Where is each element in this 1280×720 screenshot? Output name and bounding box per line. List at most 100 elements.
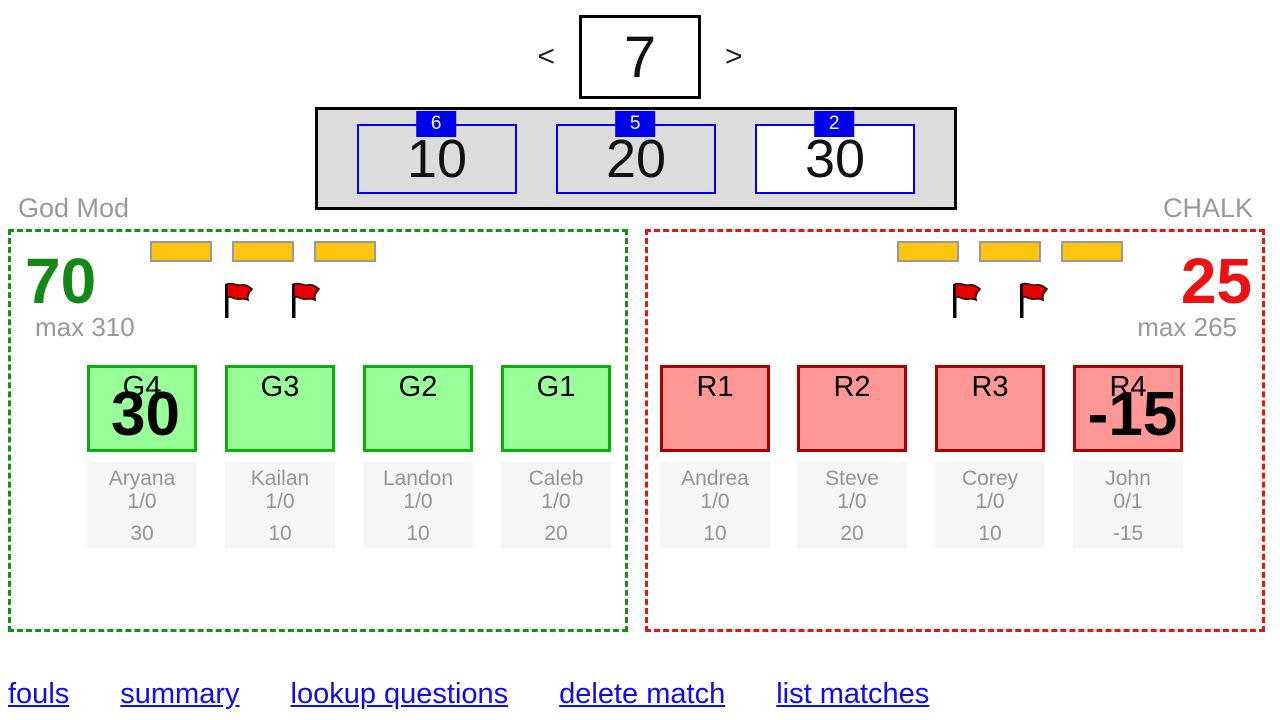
player-card: Kailan 1/0 10: [225, 462, 335, 548]
right-team-score: 25: [1180, 245, 1252, 317]
prev-question-button[interactable]: <: [537, 40, 555, 73]
seat-label: G1: [536, 371, 576, 403]
player-card: Andrea 1/0 10: [660, 462, 770, 548]
right-team-panel: 25 max 265 R1 Andrea 1/0 10: [645, 229, 1265, 632]
player-card: Aryana 1/0 30: [87, 462, 197, 548]
delete-match-link[interactable]: delete match: [559, 678, 726, 710]
red-flag-icon: [947, 280, 985, 320]
player-column: G2 Landon 1/0 10: [363, 365, 473, 548]
seat-label: R1: [696, 371, 734, 403]
left-foul-flags: [219, 280, 324, 320]
left-team-score: 70: [25, 245, 97, 317]
timeout-chip[interactable]: [232, 241, 294, 262]
player-card: Corey 1/0 10: [935, 462, 1045, 548]
red-flag-icon: [219, 280, 257, 320]
point-option-value: 10: [406, 128, 468, 189]
timeout-chip[interactable]: [897, 241, 959, 262]
player-name: Steve: [825, 467, 879, 490]
player-record: 1/0: [975, 490, 1005, 513]
question-number: 7: [623, 24, 657, 90]
player-total: 10: [703, 522, 727, 545]
right-timeout-chips: [897, 241, 1123, 262]
point-option-10[interactable]: 6 10: [357, 110, 517, 194]
seat-button-r2[interactable]: R2: [797, 365, 907, 452]
point-option-value: 20: [605, 128, 667, 189]
timeout-chip[interactable]: [314, 241, 376, 262]
player-total: 10: [406, 522, 430, 545]
player-column: R3 Corey 1/0 10: [935, 365, 1045, 548]
seat-label: G4: [122, 371, 162, 403]
timeout-chip[interactable]: [1061, 241, 1123, 262]
left-team-max-score: max 310: [35, 312, 135, 342]
point-option-value: 30: [804, 128, 866, 189]
player-card: Caleb 1/0 20: [501, 462, 611, 548]
timeout-chip[interactable]: [979, 241, 1041, 262]
right-foul-flags: [947, 280, 1052, 320]
remaining-count-badge: 6: [416, 110, 457, 137]
question-number-box[interactable]: 7: [579, 15, 701, 99]
player-column: R2 Steve 1/0 20: [797, 365, 907, 548]
player-record: 1/0: [265, 490, 295, 513]
seat-label: R2: [833, 371, 871, 403]
player-name: Kailan: [250, 467, 310, 490]
left-team-panel: 70 max 310 G4 30 Aryana 1/0 30: [8, 229, 628, 632]
seat-button-g3[interactable]: G3: [225, 365, 335, 452]
player-name: Corey: [961, 467, 1019, 490]
seat-button-g4[interactable]: G4 30: [87, 365, 197, 452]
player-name: Andrea: [681, 467, 749, 490]
player-record: 1/0: [837, 490, 867, 513]
lookup-questions-link[interactable]: lookup questions: [290, 678, 509, 710]
footer-links: fouls summary lookup questions delete ma…: [8, 678, 929, 711]
left-team-name: God Mod: [18, 193, 130, 223]
player-total: 20: [840, 522, 864, 545]
player-card: John 0/1 -15: [1073, 462, 1183, 548]
seat-button-g1[interactable]: G1: [501, 365, 611, 452]
player-column: G1 Caleb 1/0 20: [501, 365, 611, 548]
fouls-link[interactable]: fouls: [8, 678, 70, 710]
player-total: 30: [130, 522, 154, 545]
right-team-name: CHALK: [1162, 193, 1253, 223]
player-total: -15: [1112, 522, 1144, 545]
player-name: Aryana: [108, 467, 176, 490]
seat-label: G3: [260, 371, 300, 403]
list-matches-link[interactable]: list matches: [776, 678, 930, 710]
remaining-count-badge: 2: [814, 110, 855, 137]
player-record: 1/0: [403, 490, 433, 513]
player-total: 10: [268, 522, 292, 545]
player-total: 10: [978, 522, 1002, 545]
remaining-count-badge: 5: [615, 110, 656, 137]
seat-button-r3[interactable]: R3: [935, 365, 1045, 452]
timeout-chip[interactable]: [150, 241, 212, 262]
question-spinner: < 7 >: [0, 15, 1280, 99]
next-question-button[interactable]: >: [725, 40, 743, 73]
seat-button-g2[interactable]: G2: [363, 365, 473, 452]
player-record: 1/0: [541, 490, 571, 513]
player-column: R1 Andrea 1/0 10: [660, 365, 770, 548]
player-record: 1/0: [127, 490, 157, 513]
point-options-panel: 6 10 5 20 2 30: [315, 107, 957, 210]
seat-label: G2: [398, 371, 438, 403]
player-name: Caleb: [528, 467, 584, 490]
player-record: 1/0: [700, 490, 730, 513]
point-option-20[interactable]: 5 20: [556, 110, 716, 194]
player-column: G3 Kailan 1/0 10: [225, 365, 335, 548]
player-total: 20: [544, 522, 568, 545]
player-name: John: [1105, 467, 1151, 490]
seat-button-r1[interactable]: R1: [660, 365, 770, 452]
player-record: 0/1: [1113, 490, 1143, 513]
red-flag-icon: [1014, 280, 1052, 320]
left-timeout-chips: [150, 241, 376, 262]
player-card: Steve 1/0 20: [797, 462, 907, 548]
summary-link[interactable]: summary: [120, 678, 240, 710]
seat-label: R4: [1109, 371, 1147, 403]
right-team-max-score: max 265: [1137, 312, 1237, 342]
point-option-30[interactable]: 2 30: [755, 110, 915, 194]
player-column: R4 -15 John 0/1 -15: [1073, 365, 1183, 548]
player-column: G4 30 Aryana 1/0 30: [87, 365, 197, 548]
seat-label: R3: [971, 371, 1009, 403]
awarded-points-overlay: -15: [1087, 380, 1178, 449]
player-name: Landon: [382, 467, 454, 490]
seat-button-r4[interactable]: R4 -15: [1073, 365, 1183, 452]
awarded-points-overlay: 30: [110, 380, 180, 449]
